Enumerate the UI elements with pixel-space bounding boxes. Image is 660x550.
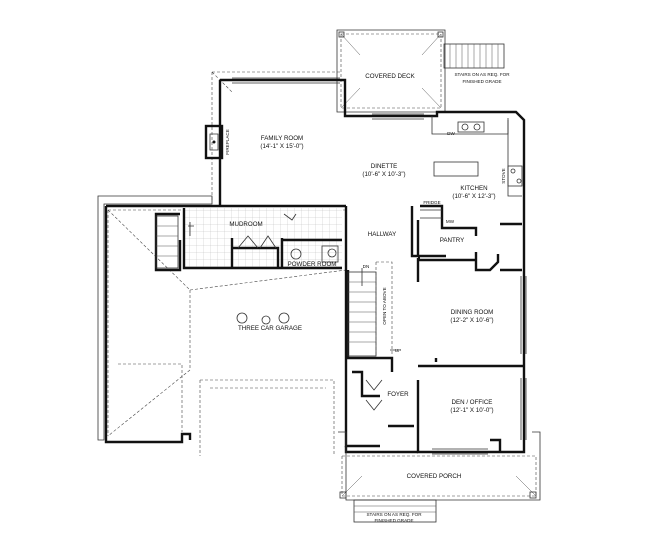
windows bbox=[232, 77, 527, 455]
garage-steps bbox=[155, 215, 179, 269]
dinette-dimensions: (10'-6" X 10'-3") bbox=[362, 171, 405, 178]
porch-stairs bbox=[353, 499, 437, 523]
garage-fixtures bbox=[236, 312, 290, 325]
stove-label: STOVE bbox=[501, 168, 506, 184]
deck-stairs-note-line1: STAIRS ON AS REQ. FOR bbox=[454, 72, 510, 77]
central-stair bbox=[347, 261, 398, 357]
deck-stairs bbox=[443, 43, 505, 69]
family-room-dimensions: (14'-1" X 15'-0") bbox=[260, 143, 303, 150]
covered-deck-label: COVERED DECK bbox=[365, 73, 415, 80]
open-to-above-label: OPEN TO ABOVE bbox=[382, 287, 387, 324]
garage-roof bbox=[97, 195, 347, 456]
dining-room-dimensions: (12'-2" X 10'-6") bbox=[450, 317, 493, 324]
porch-stairs-note-line1: STAIRS ON AS REQ. FOR bbox=[366, 512, 422, 517]
foyer-label: FOYER bbox=[387, 391, 409, 398]
fridge-label: FRIDGE bbox=[423, 200, 440, 205]
kitchen-label: KITCHEN bbox=[460, 185, 487, 192]
dinette-label: DINETTE bbox=[371, 163, 397, 170]
porch-stairs-note-line2: FINISHED GRADE bbox=[374, 518, 413, 523]
deck-stairs-note-line2: FINISHED GRADE bbox=[462, 79, 501, 84]
dining-room-label: DINING ROOM bbox=[451, 309, 494, 316]
kitchen-counters bbox=[420, 116, 523, 219]
pantry-label: PANTRY bbox=[440, 237, 465, 244]
den-office-dimensions: (12'-1" X 10'-0") bbox=[450, 407, 493, 414]
dw-label: DW bbox=[447, 131, 455, 136]
mw-label: MW bbox=[446, 219, 455, 224]
covered-porch-area bbox=[338, 431, 541, 501]
stair-dn-label: DN bbox=[363, 264, 370, 269]
stair-up-label: UP bbox=[395, 348, 401, 353]
den-office-label: DEN / OFFICE bbox=[452, 399, 493, 406]
mudroom-label: MUDROOM bbox=[229, 221, 262, 228]
covered-deck-area bbox=[336, 29, 446, 113]
interior-walls bbox=[346, 204, 524, 452]
mudroom-walls bbox=[182, 208, 342, 270]
fireplace bbox=[204, 124, 224, 160]
kitchen-dimensions: (10'-6" X 12'-3") bbox=[452, 193, 495, 200]
hallway-label: HALLWAY bbox=[368, 231, 396, 238]
mudroom-tile bbox=[184, 208, 342, 268]
garage-label: THREE CAR GARAGE bbox=[238, 325, 302, 332]
powder-room-label: POWDER ROOM bbox=[288, 261, 337, 268]
family-room-label: FAMILY ROOM bbox=[261, 135, 303, 142]
covered-porch-label: COVERED PORCH bbox=[407, 473, 462, 480]
family-room-overhang bbox=[211, 71, 342, 200]
foyer-closet bbox=[365, 379, 383, 411]
fireplace-label: FIREPLACE bbox=[225, 129, 230, 155]
